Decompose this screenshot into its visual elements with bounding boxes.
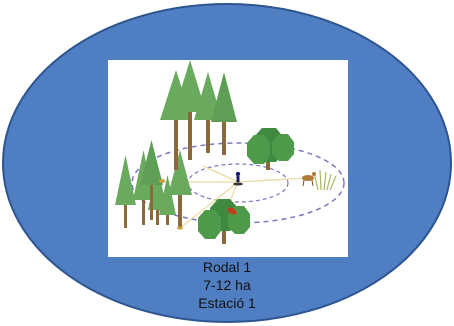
conifer-tree — [174, 60, 206, 160]
fox-icon — [227, 207, 237, 215]
broadleaf-tree-right — [247, 128, 294, 170]
bird-icon — [159, 179, 165, 183]
small-animal-icon — [177, 226, 183, 230]
conifer-tree — [168, 150, 192, 228]
caption-station: Estació 1 — [198, 295, 256, 311]
conifer-tree — [211, 72, 237, 155]
deer-icon — [302, 172, 316, 187]
conifer-cluster-tall — [160, 60, 237, 170]
broadleaf-tree-bottom — [198, 199, 250, 244]
caption-area: 7-12 ha — [203, 277, 251, 293]
caption-stand: Rodal 1 — [202, 259, 252, 275]
conifer-tree — [140, 140, 163, 220]
conifer-tree — [159, 175, 176, 225]
observer-person-icon — [233, 171, 243, 186]
conifer-cluster-left — [115, 140, 192, 228]
grass-tuft-icon — [313, 169, 337, 191]
forest-illustration — [115, 60, 345, 244]
conifer-tree — [115, 155, 136, 228]
